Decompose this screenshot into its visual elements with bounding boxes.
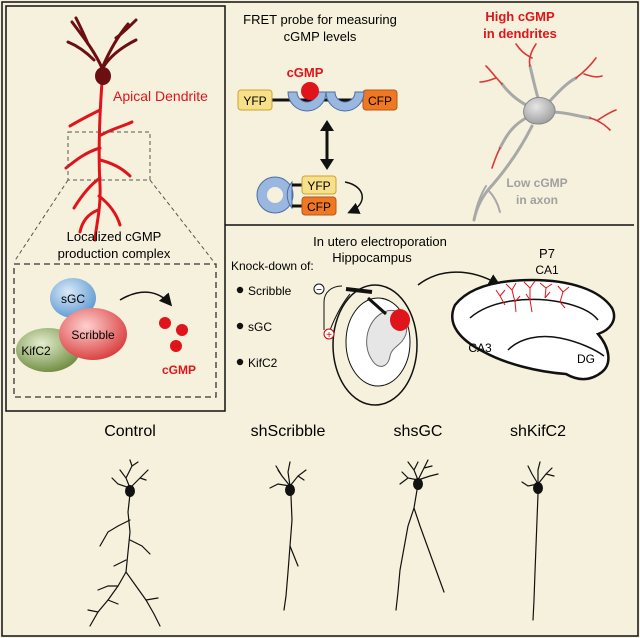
apical-neuron — [64, 80, 134, 242]
electrode-wire-minus — [323, 285, 343, 330]
apical-soma — [95, 67, 111, 85]
neuron-shscribble — [269, 461, 307, 611]
neuron-shsgc — [395, 459, 445, 611]
panel-d: Control shScribble shsGC shKifC2 — [87, 423, 566, 627]
probe-domain-2 — [325, 91, 365, 112]
panel-b: FRET probe for measuring cGMP levels cGM… — [237, 9, 617, 222]
fret-title-line2: cGMP levels — [284, 29, 357, 44]
p7-arrow — [417, 271, 501, 286]
ca3-label: CA3 — [468, 341, 492, 355]
electroporation-title-line2: Hippocampus — [332, 250, 412, 265]
dentate-gyrus-layer — [507, 335, 605, 357]
cgmp-neuron-soma — [523, 97, 556, 125]
apical-tuft — [66, 16, 138, 70]
kifc2-label: KifC2 — [21, 344, 51, 358]
knockdown-item: Scribble — [248, 284, 292, 298]
scribble-label: Scribble — [71, 328, 115, 342]
electroporation-illustration: − + — [313, 283, 418, 406]
production-arrow — [119, 291, 173, 307]
knockdown-bullet — [236, 358, 244, 366]
complex-title-line1: Localized cGMP — [67, 229, 162, 244]
cgmp-dot — [159, 317, 171, 329]
cfp-label: CFP — [368, 94, 392, 108]
cfp-box — [362, 89, 398, 111]
low-cgmp-line2: in axon — [516, 193, 558, 207]
condition-label: shScribble — [251, 423, 326, 440]
electrode-minus-label: − — [316, 285, 322, 296]
yfp-box-closed — [301, 175, 337, 195]
neuron-soma — [285, 484, 295, 496]
high-cgmp-line1: High cGMP — [485, 9, 555, 24]
apical-dendrite-label: Apical Dendrite — [113, 88, 208, 104]
cgmp-dot — [176, 324, 188, 336]
pyramidal-layer — [469, 298, 599, 321]
bound-cgmp — [301, 82, 319, 100]
fret-title-line1: FRET probe for measuring — [243, 12, 397, 27]
neuron-control — [87, 459, 161, 627]
p7-label: P7 — [539, 246, 555, 261]
complex-title-line2: production complex — [58, 246, 171, 261]
condition-label: shsGC — [394, 423, 443, 440]
condition-label: Control — [104, 423, 156, 440]
panel-a-border — [5, 5, 226, 412]
cgmp-neuron — [472, 43, 617, 222]
electroporation-title-line1: In utero electroporation — [313, 234, 447, 249]
complex-box — [13, 263, 217, 398]
cgmp-label-a: cGMP — [162, 363, 196, 377]
yfp-label: YFP — [243, 94, 266, 108]
zoom-lines — [13, 131, 215, 263]
injection-pipette — [367, 296, 387, 316]
yfp-label-closed: YFP — [307, 179, 330, 193]
closed-domain-2 — [286, 180, 293, 210]
panel-c: In utero electroporation Hippocampus Kno… — [231, 234, 616, 406]
uterus-outline — [332, 284, 418, 406]
fret-cgmp-label: cGMP — [287, 65, 324, 80]
neuron-soma — [413, 478, 423, 490]
yfp-box — [237, 89, 273, 111]
scribble-blob — [59, 308, 127, 360]
knockdown-bullet — [236, 322, 244, 330]
injection-site — [390, 309, 410, 331]
neuron-soma — [125, 485, 135, 497]
knockdown-item: KifC2 — [248, 356, 278, 370]
cgmp-dot — [170, 340, 182, 352]
cfp-label-closed: CFP — [307, 200, 331, 214]
high-cgmp-line2: in dendrites — [483, 26, 557, 41]
knockdown-item: sGC — [248, 320, 272, 334]
panel-a: Apical Dendrite Localized cGMP productio… — [13, 16, 217, 398]
neuron-soma — [533, 482, 543, 494]
electrode-wire-plus — [329, 293, 351, 331]
knockdown-label: Knock-down of: — [231, 259, 314, 273]
ca1-label: CA1 — [535, 263, 559, 277]
condition-label: shKifC2 — [510, 423, 566, 440]
cfp-box-closed — [301, 196, 337, 216]
dg-label: DG — [577, 352, 595, 366]
sgc-label: sGC — [61, 292, 85, 306]
fret-transfer-arrow — [344, 181, 363, 214]
sgc-blob — [50, 278, 96, 318]
low-cgmp-line1: Low cGMP — [506, 176, 567, 190]
knockdown-bullet — [236, 286, 244, 294]
electrode-plus-label: + — [326, 330, 332, 341]
labelled-neurons — [495, 280, 570, 313]
neuron-shkifc2 — [521, 461, 555, 621]
electrode-paddle — [345, 287, 373, 294]
